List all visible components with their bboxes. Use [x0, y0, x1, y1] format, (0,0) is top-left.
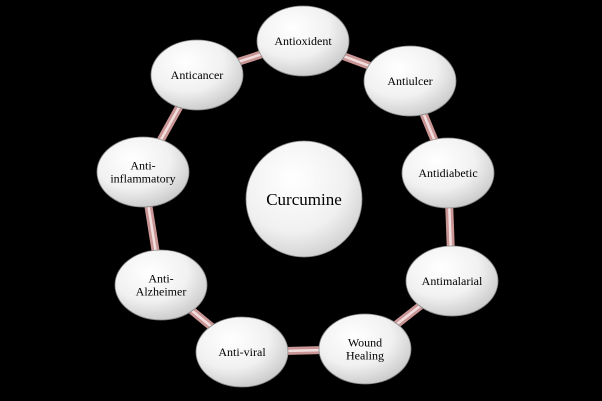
node-label: Alzheimer — [136, 285, 187, 299]
node-antiulcer: Antiulcer — [363, 45, 457, 117]
node-anti-alzheimer: Anti-Alzheimer — [114, 249, 208, 321]
node-ellipse — [363, 45, 457, 117]
node-label: Antimalarial — [422, 274, 483, 288]
ring-highlight — [141, 39, 454, 354]
node-ellipse — [150, 39, 244, 111]
node-label: Healing — [346, 349, 384, 363]
node-anti-inflammatory: Anti-inflammatory — [96, 136, 190, 208]
center-circle — [245, 140, 363, 258]
node-ellipse — [114, 249, 208, 321]
node-ellipse — [318, 313, 412, 385]
node-label: Antiulcer — [387, 74, 432, 88]
node-label: Anti- — [130, 159, 155, 173]
node-anti-viral: Anti-viral — [195, 316, 289, 388]
node-label: Anti- — [148, 272, 173, 286]
node-label: Anticancer — [171, 68, 224, 82]
node-label: Antioxident — [274, 34, 332, 48]
node-antimalarial: Antimalarial — [405, 245, 499, 317]
node-antioxident: Antioxident — [256, 5, 350, 77]
node-layer: AntioxidentAntiulcerAntidiabeticAntimala… — [96, 5, 499, 388]
node-ellipse — [405, 245, 499, 317]
node-ellipse — [195, 316, 289, 388]
node-label: Anti-viral — [218, 345, 266, 359]
center-label: Curcumine — [266, 190, 342, 209]
node-ellipse — [96, 136, 190, 208]
node-ellipse — [256, 5, 350, 77]
center-node: Curcumine — [245, 140, 363, 258]
node-anticancer: Anticancer — [150, 39, 244, 111]
node-label: Antidiabetic — [418, 166, 477, 180]
node-antidiabetic: Antidiabetic — [401, 137, 495, 209]
node-label: inflammatory — [110, 172, 175, 186]
connector-ring — [139, 37, 456, 356]
node-label: Wound — [348, 336, 382, 350]
node-ellipse — [401, 137, 495, 209]
